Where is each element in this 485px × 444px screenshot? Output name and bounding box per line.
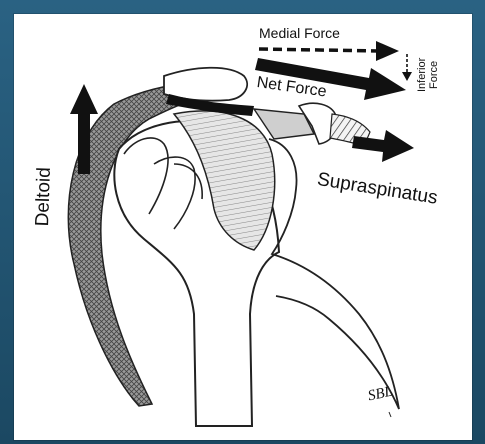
deltoid-label: Deltoid bbox=[32, 167, 56, 227]
medial-force-arrowhead bbox=[376, 41, 399, 61]
acromion bbox=[164, 68, 247, 101]
diagram-panel: Medial Force Net Force Inferior Force Su… bbox=[14, 14, 472, 440]
signature-tick bbox=[389, 412, 391, 417]
shoulder-illustration bbox=[14, 14, 472, 440]
inferior-force-arrowhead bbox=[402, 72, 412, 81]
inferior-force-line2: Force bbox=[428, 61, 440, 89]
inferior-force-label: Inferior Force bbox=[416, 58, 440, 92]
medial-force-label: Medial Force bbox=[259, 25, 340, 41]
inferior-force-line1: Inferior bbox=[416, 58, 428, 92]
medial-force-arrow bbox=[259, 49, 380, 51]
